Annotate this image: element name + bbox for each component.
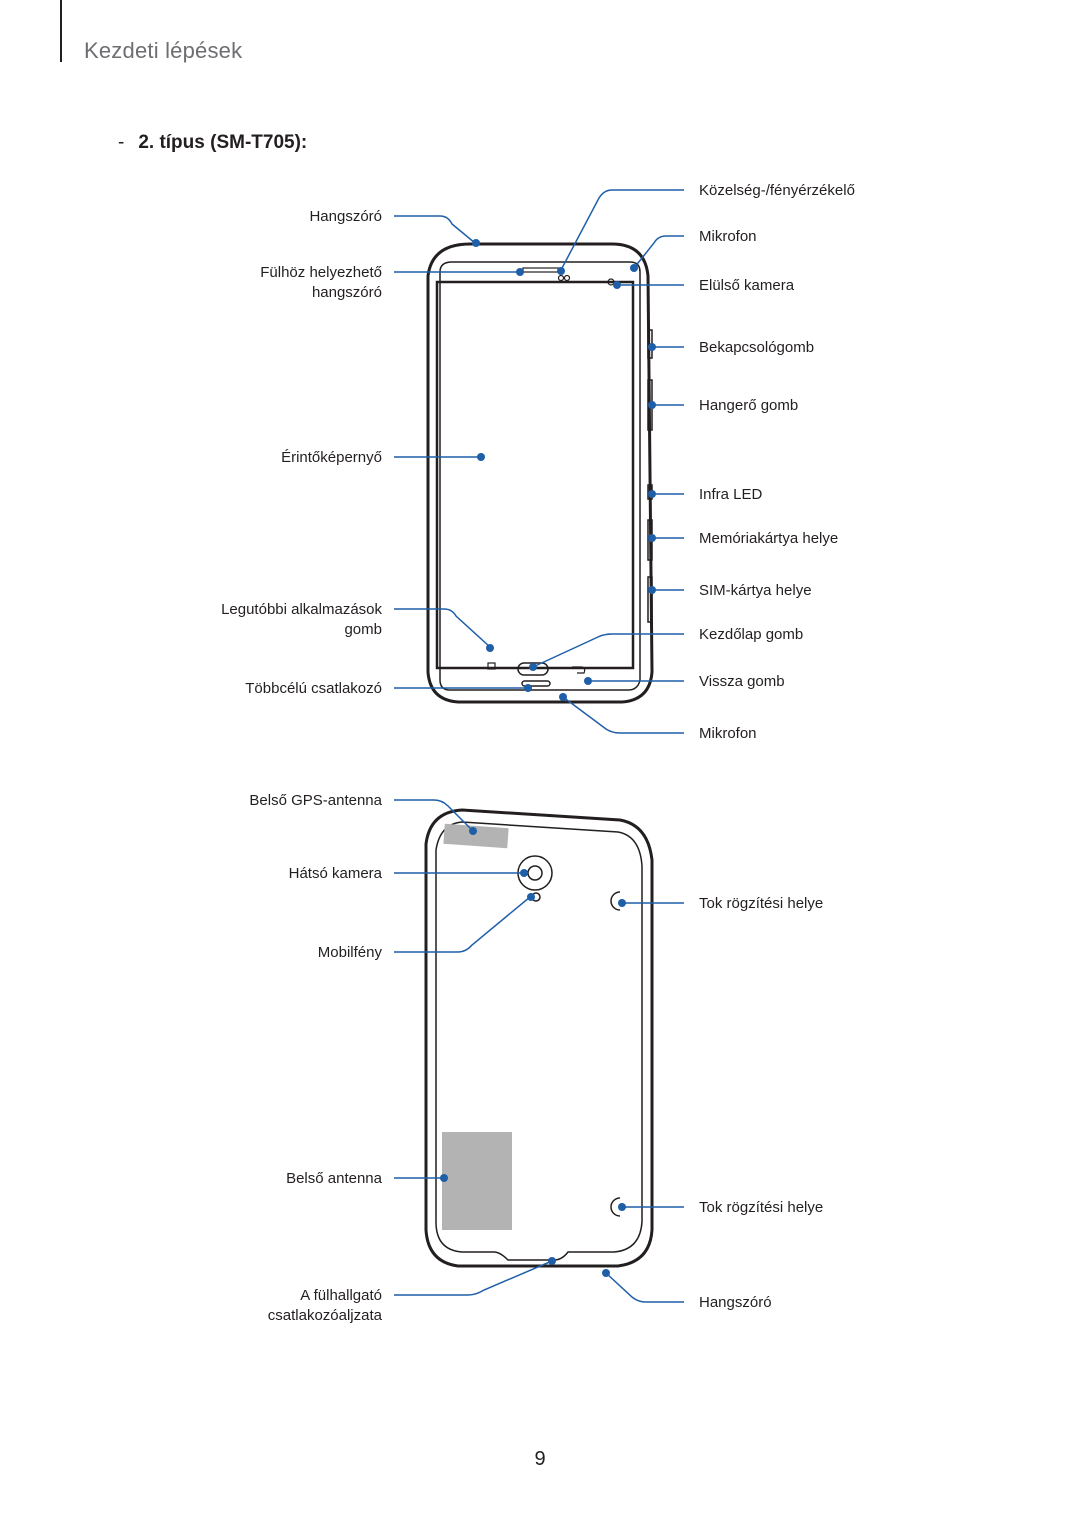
subheading-text: 2. típus (SM-T705): xyxy=(138,132,308,153)
label-front-legutobbi-line1: Legutóbbi alkalmazások xyxy=(221,601,382,618)
dot-front-hangszoro xyxy=(472,239,480,247)
front-camera-lens xyxy=(607,278,615,286)
back-camera-lens xyxy=(527,865,543,881)
front-recent-key-icon xyxy=(487,662,496,670)
label-front-erinto: Érintőképernyő xyxy=(281,449,382,466)
callout-back-hangszoro xyxy=(605,1272,684,1303)
dot-front-legutobbi xyxy=(486,644,494,652)
callout-front-mikrofon-bottom xyxy=(562,696,684,734)
back-cover-hook-top xyxy=(610,891,621,911)
callout-lines xyxy=(394,189,684,1303)
dot-back-belso-antenna xyxy=(440,1174,448,1182)
front-bottom-connector xyxy=(521,680,551,687)
front-inner-bezel xyxy=(439,261,641,691)
dot-back-tok-bottom xyxy=(618,1203,626,1211)
front-sensor-b xyxy=(563,274,571,282)
front-sensor-a xyxy=(557,274,565,282)
label-front-legutobbi-line2: gomb xyxy=(344,621,382,638)
front-back-key-icon xyxy=(572,666,586,674)
callout-front-hangszoro xyxy=(394,215,476,244)
dot-back-gps xyxy=(469,827,477,835)
back-outer-frame xyxy=(424,808,654,1268)
front-sim-slot-side xyxy=(647,576,653,623)
section-title: Kezdeti lépések xyxy=(84,38,243,63)
label-front-memoria: Memóriakártya helye xyxy=(699,530,839,547)
label-front-hangszoro: Hangszóró xyxy=(309,208,382,225)
label-back-belso-antenna: Belső antenna xyxy=(286,1170,382,1187)
label-front-vissza: Vissza gomb xyxy=(699,673,785,690)
front-outer-frame xyxy=(426,242,654,704)
callout-front-mikrofon-top xyxy=(633,235,684,269)
front-touchscreen xyxy=(435,280,635,670)
subheading: -2. típus (SM-T705): xyxy=(118,132,307,154)
label-front-bekapcsolo: Bekapcsológomb xyxy=(699,339,815,356)
label-back-tok-top: Tok rögzítési helye xyxy=(699,895,824,912)
label-back-gps: Belső GPS-antenna xyxy=(249,792,382,809)
dot-front-mikrofon-bottom xyxy=(559,693,567,701)
dot-front-infra xyxy=(648,490,656,498)
callout-front-kozelseg xyxy=(560,189,684,271)
label-back-hatso-kamera: Hátsó kamera xyxy=(288,865,382,882)
dot-front-elulso-kamera xyxy=(613,281,621,289)
label-front-sim: SIM-kártya helye xyxy=(699,582,812,599)
dot-front-tobbcelu xyxy=(524,684,532,692)
label-front-infra: Infra LED xyxy=(699,486,763,503)
front-earpiece xyxy=(522,267,560,273)
label-front-elulso-kamera: Elülső kamera xyxy=(699,277,795,294)
section-rule xyxy=(60,0,62,62)
label-back-fulhallgato-line1: A fülhallgató xyxy=(300,1287,382,1304)
label-back-tok-bottom: Tok rögzítési helye xyxy=(699,1199,824,1216)
callout-back-mobilfeny xyxy=(394,896,531,953)
label-back-hangszoro: Hangszóró xyxy=(699,1294,772,1311)
label-back-fulhallgato-line2: csatlakozóaljzata xyxy=(267,1307,382,1324)
dot-back-fulhallgato xyxy=(548,1257,556,1265)
label-front-mikrofon-top: Mikrofon xyxy=(699,228,757,245)
dot-front-kezdolap xyxy=(529,663,537,671)
dot-back-hatso-kamera xyxy=(520,869,528,877)
back-view xyxy=(424,808,654,1268)
dot-front-mikrofon-top xyxy=(630,264,638,272)
dot-front-bekapcsolo xyxy=(648,343,656,351)
dot-back-hangszoro xyxy=(602,1269,610,1277)
page-number: 9 xyxy=(534,1448,546,1470)
dot-front-memoria xyxy=(648,534,656,542)
callout-front-kezdolap xyxy=(532,633,684,668)
label-back-mobilfeny: Mobilfény xyxy=(317,944,382,961)
callout-back-gps xyxy=(394,799,473,831)
label-front-hangero: Hangerő gomb xyxy=(699,397,799,414)
dot-front-kozelseg xyxy=(557,267,565,275)
dot-front-hangero xyxy=(648,401,656,409)
subheading-dash: - xyxy=(118,132,125,153)
callout-front-legutobbi xyxy=(394,608,491,648)
label-front-kezdolap: Kezdőlap gomb xyxy=(699,626,804,643)
dot-back-mobilfeny xyxy=(527,893,535,901)
back-gps-antenna-area xyxy=(443,823,509,849)
back-internal-antenna-area xyxy=(442,1132,512,1230)
callout-dots xyxy=(440,239,656,1277)
dot-front-sim xyxy=(648,586,656,594)
label-front-fulhoz-line1: Fülhöz helyezhető xyxy=(260,264,382,281)
dot-front-vissza xyxy=(584,677,592,685)
label-front-tobbcelu: Többcélú csatlakozó xyxy=(245,680,382,697)
label-front-kozelseg: Közelség-/fényérzékelő xyxy=(699,182,855,199)
callout-back-fulhallgato xyxy=(394,1260,553,1296)
dot-front-erinto xyxy=(477,453,485,461)
label-front-mikrofon-bottom: Mikrofon xyxy=(699,725,757,742)
label-front-fulhoz-line2: hangszóró xyxy=(311,284,382,301)
dot-front-fulhoz xyxy=(516,268,524,276)
dot-back-tok-top xyxy=(618,899,626,907)
back-cover-hook-bottom xyxy=(610,1197,621,1217)
